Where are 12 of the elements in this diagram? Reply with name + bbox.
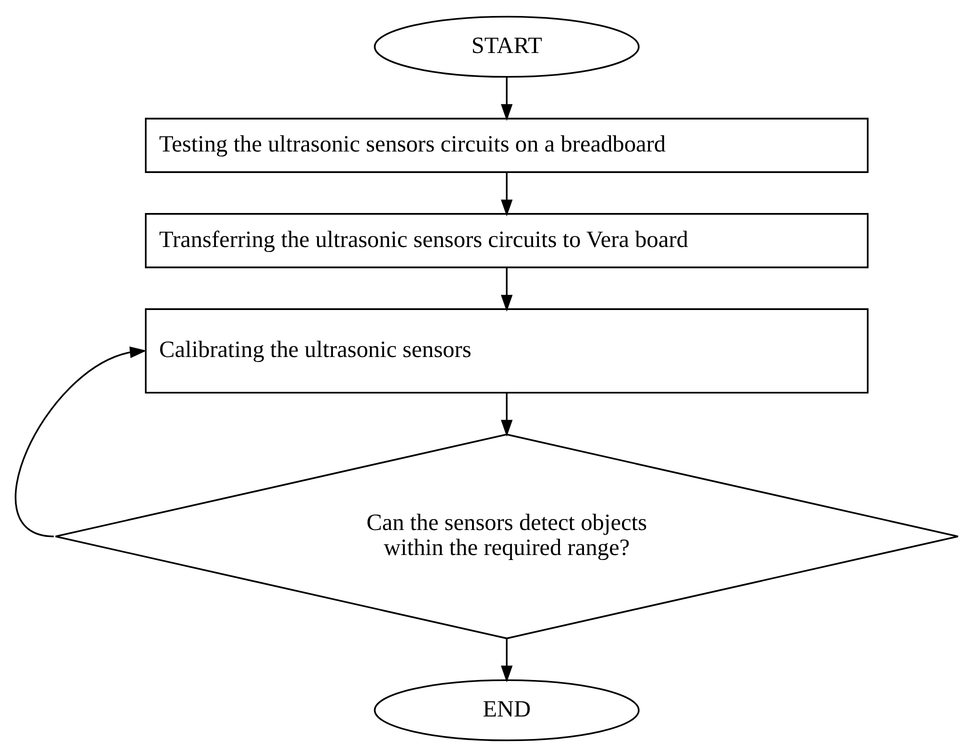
node-box: Transferring the ultrasonic sensors circuits to Vera board [144,212,869,268]
node-diamond: Can the sensors detect objects within the required range? [54,433,959,639]
node-ellipse: END [374,678,640,741]
arrow [15,346,147,537]
node-ellipse: START [374,15,640,78]
arrow [500,638,513,682]
arrow [500,392,513,436]
arrow [500,76,513,120]
arrow [500,267,513,312]
node-box: Calibrating the ultrasonic sensors [144,308,869,394]
arrow [500,172,513,216]
node-box: Testing the ultrasonic sensors circuits on a breadboard [144,117,869,172]
